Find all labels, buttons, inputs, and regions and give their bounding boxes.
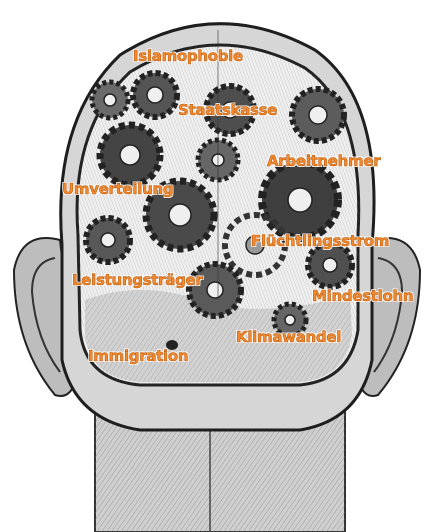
label-islamophobie: Islamophobie (133, 47, 243, 65)
label-immigration: Immigration (88, 347, 188, 365)
label-fluechtlingsstrom: Flüchtlingsstrom (251, 232, 389, 250)
label-staatskasse: Staatskasse (178, 101, 277, 119)
label-arbeitnehmer: Arbeitnehmer (267, 152, 380, 170)
label-mindestlohn: Mindestlohn (312, 287, 413, 305)
label-umverteilung: Umverteilung (62, 180, 173, 198)
label-leistungstraeger: Leistungsträger (72, 271, 203, 289)
label-klimawandel: Klimawandel (236, 328, 341, 346)
